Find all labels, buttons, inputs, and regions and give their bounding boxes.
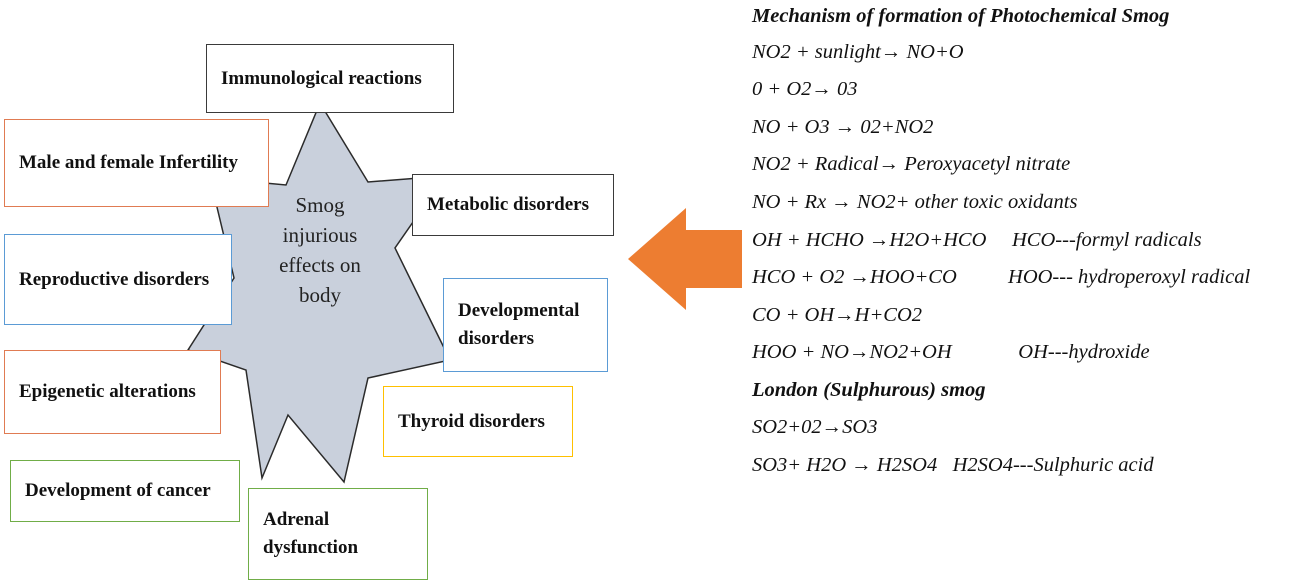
reaction-line: NO + O3 → 02+NO2 bbox=[752, 116, 934, 138]
effect-box-developmental-disorders: Developmental disorders bbox=[443, 278, 608, 372]
effect-box-immunological-reactions: Immunological reactions bbox=[206, 44, 454, 113]
effect-box-reproductive-disorders: Reproductive disorders bbox=[4, 234, 232, 325]
effect-label: Immunological reactions bbox=[221, 67, 422, 89]
reaction-line: OH + HCHO →H2O+HCO HCO---formyl radicals bbox=[752, 229, 1202, 251]
effect-label: Development of cancer bbox=[25, 480, 211, 502]
reaction-line: HOO + NO→NO2+OH OH---hydroxide bbox=[752, 341, 1150, 363]
reaction-line: SO3+ H2O → H2SO4 H2SO4---Sulphuric acid bbox=[752, 454, 1154, 476]
effect-label: Thyroid disorders bbox=[398, 410, 545, 432]
star-text-line: body bbox=[299, 283, 341, 307]
effect-label: Reproductive disorders bbox=[19, 268, 210, 290]
reaction-line: NO + Rx → NO2+ other toxic oxidants bbox=[752, 191, 1078, 213]
reaction-line: HCO + O2 →HOO+CO HOO--- hydroperoxyl rad… bbox=[752, 266, 1251, 288]
effect-label: Developmental disorders bbox=[458, 300, 580, 349]
effect-label: Male and female Infertility bbox=[19, 152, 238, 174]
reaction-line: NO2 + Radical→ Peroxyacetyl nitrate bbox=[752, 153, 1071, 175]
star-center-text: Smog injurious effects on body bbox=[246, 190, 394, 310]
effect-box-adrenal-dysfunction: Adrenal dysfunction bbox=[248, 488, 428, 580]
star-text-line: injurious bbox=[282, 223, 358, 247]
reaction-line: 0 + O2→ 03 bbox=[752, 78, 858, 100]
effect-box-metabolic-disorders: Metabolic disorders bbox=[412, 174, 614, 236]
left-arrow-icon bbox=[628, 208, 742, 310]
reaction-line: NO2 + sunlight→ NO+O bbox=[752, 41, 964, 63]
star-text-line: Smog bbox=[295, 193, 345, 217]
effect-box-development-of-cancer: Development of cancer bbox=[10, 460, 240, 522]
star-text-line: effects on bbox=[279, 253, 361, 277]
photochemical-smog-heading: Mechanism of formation of Photochemical … bbox=[752, 5, 1170, 27]
effect-box-infertility: Male and female Infertility bbox=[4, 119, 269, 207]
reaction-line: SO2+02→SO3 bbox=[752, 416, 878, 438]
london-smog-heading: London (Sulphurous) smog bbox=[752, 379, 986, 401]
reaction-line: CO + OH→H+CO2 bbox=[752, 304, 923, 326]
effect-label: Metabolic disorders bbox=[427, 194, 590, 216]
effect-box-epigenetic-alterations: Epigenetic alterations bbox=[4, 350, 221, 434]
effect-label: Epigenetic alterations bbox=[19, 381, 196, 403]
effect-label: Adrenal dysfunction bbox=[263, 509, 359, 558]
effect-box-thyroid-disorders: Thyroid disorders bbox=[383, 386, 573, 457]
